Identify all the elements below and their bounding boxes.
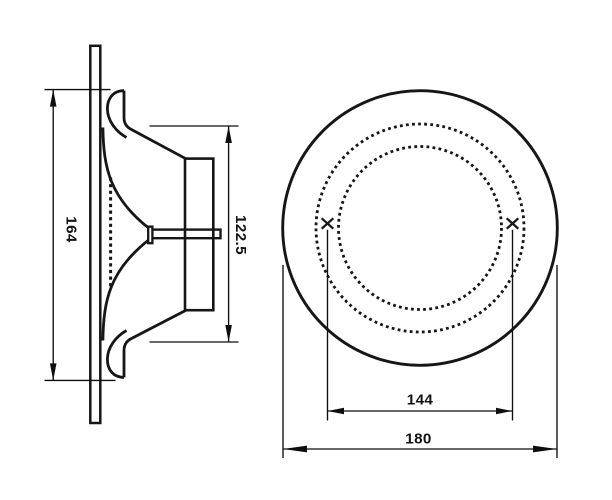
dim-180-arrow-left [283,445,307,453]
mounting-plate [89,44,102,425]
dim-164-label: 164 [63,216,80,243]
cone-curve-top [101,127,151,230]
dim-180-label: 180 [405,431,432,448]
dim-164-arrow-down [49,363,57,381]
dim-1225-arrow-down [225,325,232,342]
dotted-circle-outer [314,122,526,334]
terminal-bar-cap [147,225,154,245]
surround-top-outline [122,90,187,161]
dimension-144 [326,229,514,421]
dim-144-arrow-left [327,407,344,415]
dotted-circle-inner [337,145,503,311]
front-view [281,89,559,367]
dim-164-arrow-up [49,89,57,107]
dimension-122-5 [149,125,239,343]
dim-144-arrow-right [496,407,513,415]
hole-mark-left [320,217,335,230]
outer-circle [281,89,559,367]
hole-mark-right [505,217,520,230]
dim-180-arrow-right [533,445,557,453]
dimension-164 [44,88,116,382]
magnet [183,157,215,312]
dim-1225-label: 122.5 [232,215,249,255]
surround-bottom-arc [105,329,128,379]
dim-144-label: 144 [407,392,434,409]
dim-1225-arrow-up [225,126,232,143]
dimension-180 [282,265,558,458]
side-view [89,44,222,425]
surround-bottom-outline [122,308,187,378]
surround-top-arc [105,89,128,139]
